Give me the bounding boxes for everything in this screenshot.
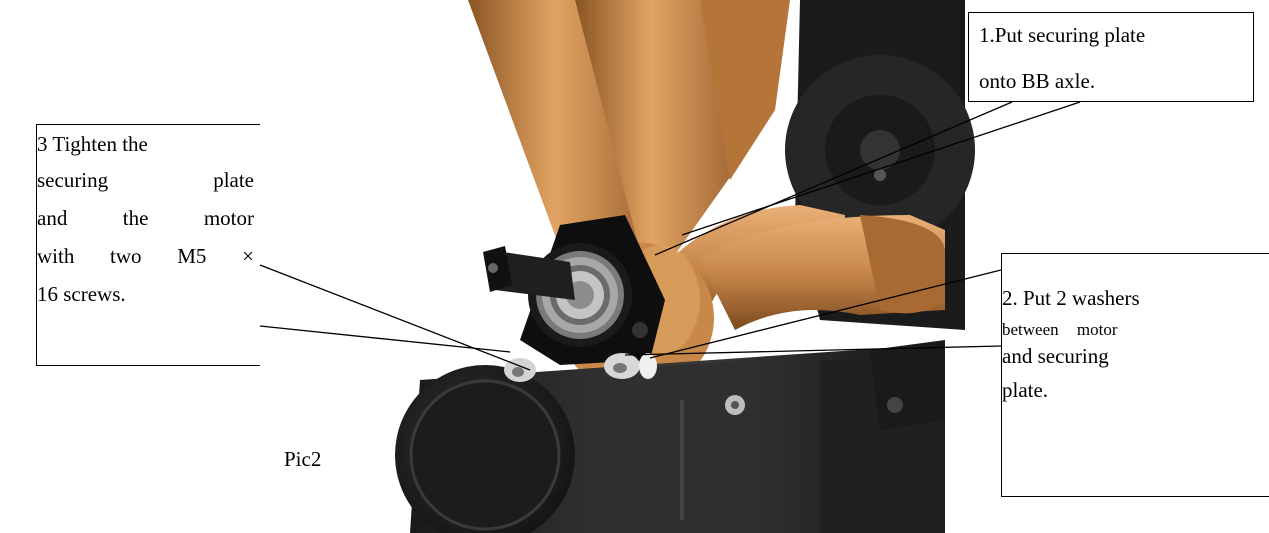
callout-step-2-line-3: and securing [1002, 344, 1109, 368]
callout-step-1-line-2: onto BB axle. [979, 69, 1096, 93]
callout-step-2: 2. Put 2 washers between motor and secur… [1001, 253, 1269, 497]
leader-lines [259, 101, 1081, 371]
callout-step-3-line-4: with two M5 × [37, 244, 254, 268]
callout-step-1-line-1: 1.Put securing plate [979, 23, 1146, 47]
callout-step-1: 1.Put securing plate onto BB axle. [968, 12, 1254, 102]
figure-label: Pic2 [284, 447, 322, 471]
callout-step-2-line-2: between motor [1002, 320, 1118, 339]
callout-step-2-line-4: plate. [1002, 378, 1049, 402]
callout-step-3-line-5: 16 screws. [37, 282, 126, 306]
callout-step-3-line-3: and the motor [37, 206, 254, 230]
callout-step-3-line-2: securing plate [37, 168, 254, 192]
motor [395, 340, 945, 533]
bb-axle [483, 246, 575, 300]
washers [504, 353, 657, 382]
callout-step-3: 3 Tighten the securing plate and the mot… [36, 124, 260, 366]
callout-step-3-line-1: 3 Tighten the [37, 132, 148, 156]
callout-step-2-line-1: 2. Put 2 washers [1002, 286, 1140, 310]
